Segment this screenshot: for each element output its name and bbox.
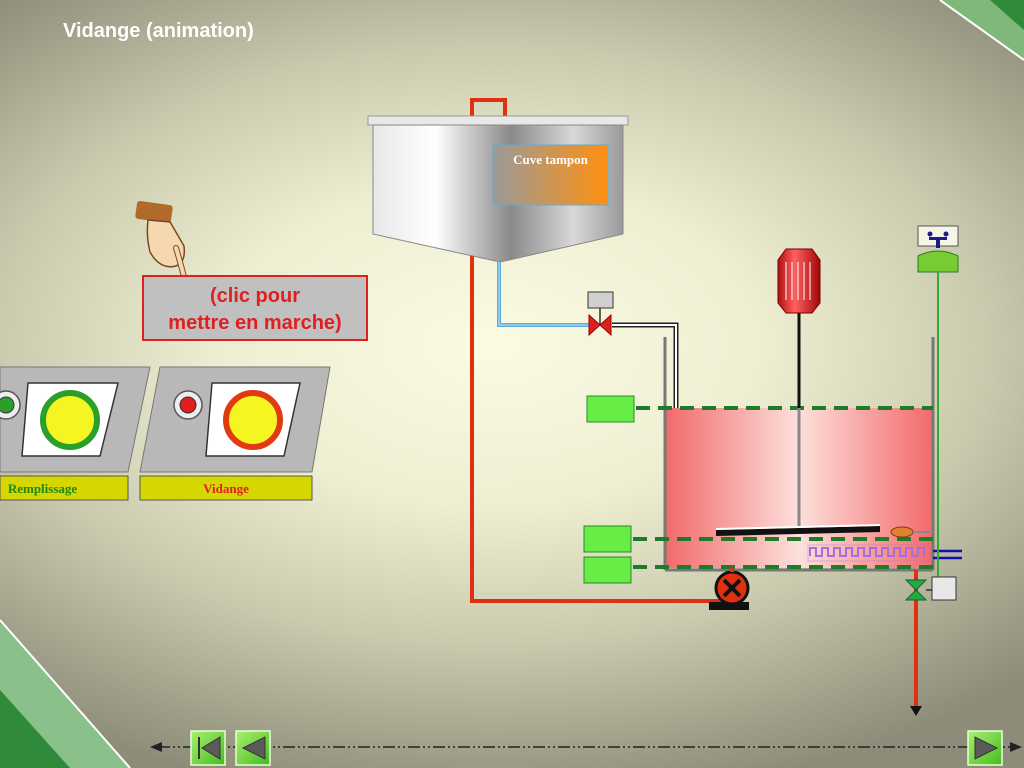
vidange-indicator [179,396,197,414]
pressure-sensor [917,225,959,580]
level-sensor-mid [583,525,933,553]
nav-first-button[interactable] [190,730,226,766]
start-hint[interactable]: (clic pour mettre en marche) [142,275,368,341]
agitator-motor [716,248,880,536]
remplissage-label: Remplissage [7,481,78,496]
nav-prev-icon [241,736,266,760]
vidange-panel[interactable] [139,366,331,501]
recirculation-pump[interactable] [709,568,750,610]
level-sensor-high [586,395,933,423]
navigation-line [150,742,1022,752]
pointing-hand-icon [135,200,189,288]
level-sensor-low [583,556,933,584]
remplissage-panel[interactable] [0,366,151,501]
inlet-valve[interactable] [587,291,614,337]
corner-decoration-bottom-left [0,619,131,768]
buffer-tank-label: Cuve tampon [513,152,588,167]
vidange-lamp [223,390,283,450]
buffer-tank [367,115,629,263]
nav-first-icon [198,736,221,760]
remplissage-lamp [40,390,100,450]
page-title: Vidange (animation) [63,20,254,42]
return-pipe [470,98,722,603]
corner-decoration-top-right [939,0,1024,61]
nav-next-button[interactable] [967,730,1003,766]
vidange-label: Vidange [203,481,249,496]
drain-valve[interactable] [904,570,957,716]
buffer-tank-level [492,144,609,206]
feed-pipe [497,262,590,327]
nav-next-icon [974,736,999,760]
nav-prev-button[interactable] [235,730,271,766]
remplissage-indicator [0,396,15,414]
temperature-probe [890,526,933,538]
